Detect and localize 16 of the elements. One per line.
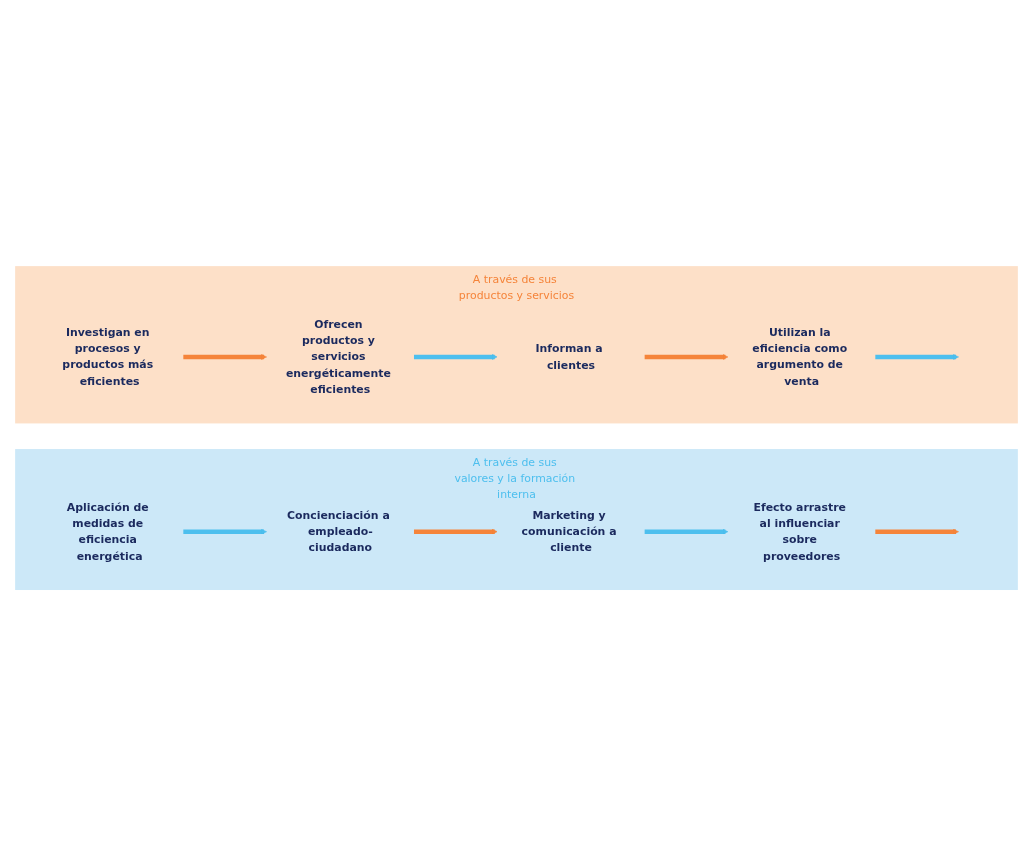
step-label: Concienciación a empleado-ciudadano [287, 508, 390, 554]
step-label: Aplicación de medidas de eficiencia energética [66, 500, 149, 563]
arrow [875, 354, 959, 360]
step-label: Utilizan la eficiencia como argumento de venta [752, 325, 848, 388]
arrow [183, 528, 267, 535]
arrow [183, 354, 267, 360]
step-label: Ofrecen productos y servicios energéticamente eficientes [285, 317, 391, 396]
step-label: Informan a clientes [535, 341, 603, 371]
arrow [644, 528, 729, 535]
arrow [875, 528, 959, 535]
arrow [414, 528, 498, 535]
arrow [414, 354, 498, 360]
step-label: Efecto arrastre al influenciar sobre proveedores [753, 500, 846, 563]
step-label: Marketing y comunicación a cliente [521, 508, 617, 554]
step-label: Investigan en procesos y productos más eficientes [62, 325, 154, 388]
arrow [644, 354, 729, 360]
